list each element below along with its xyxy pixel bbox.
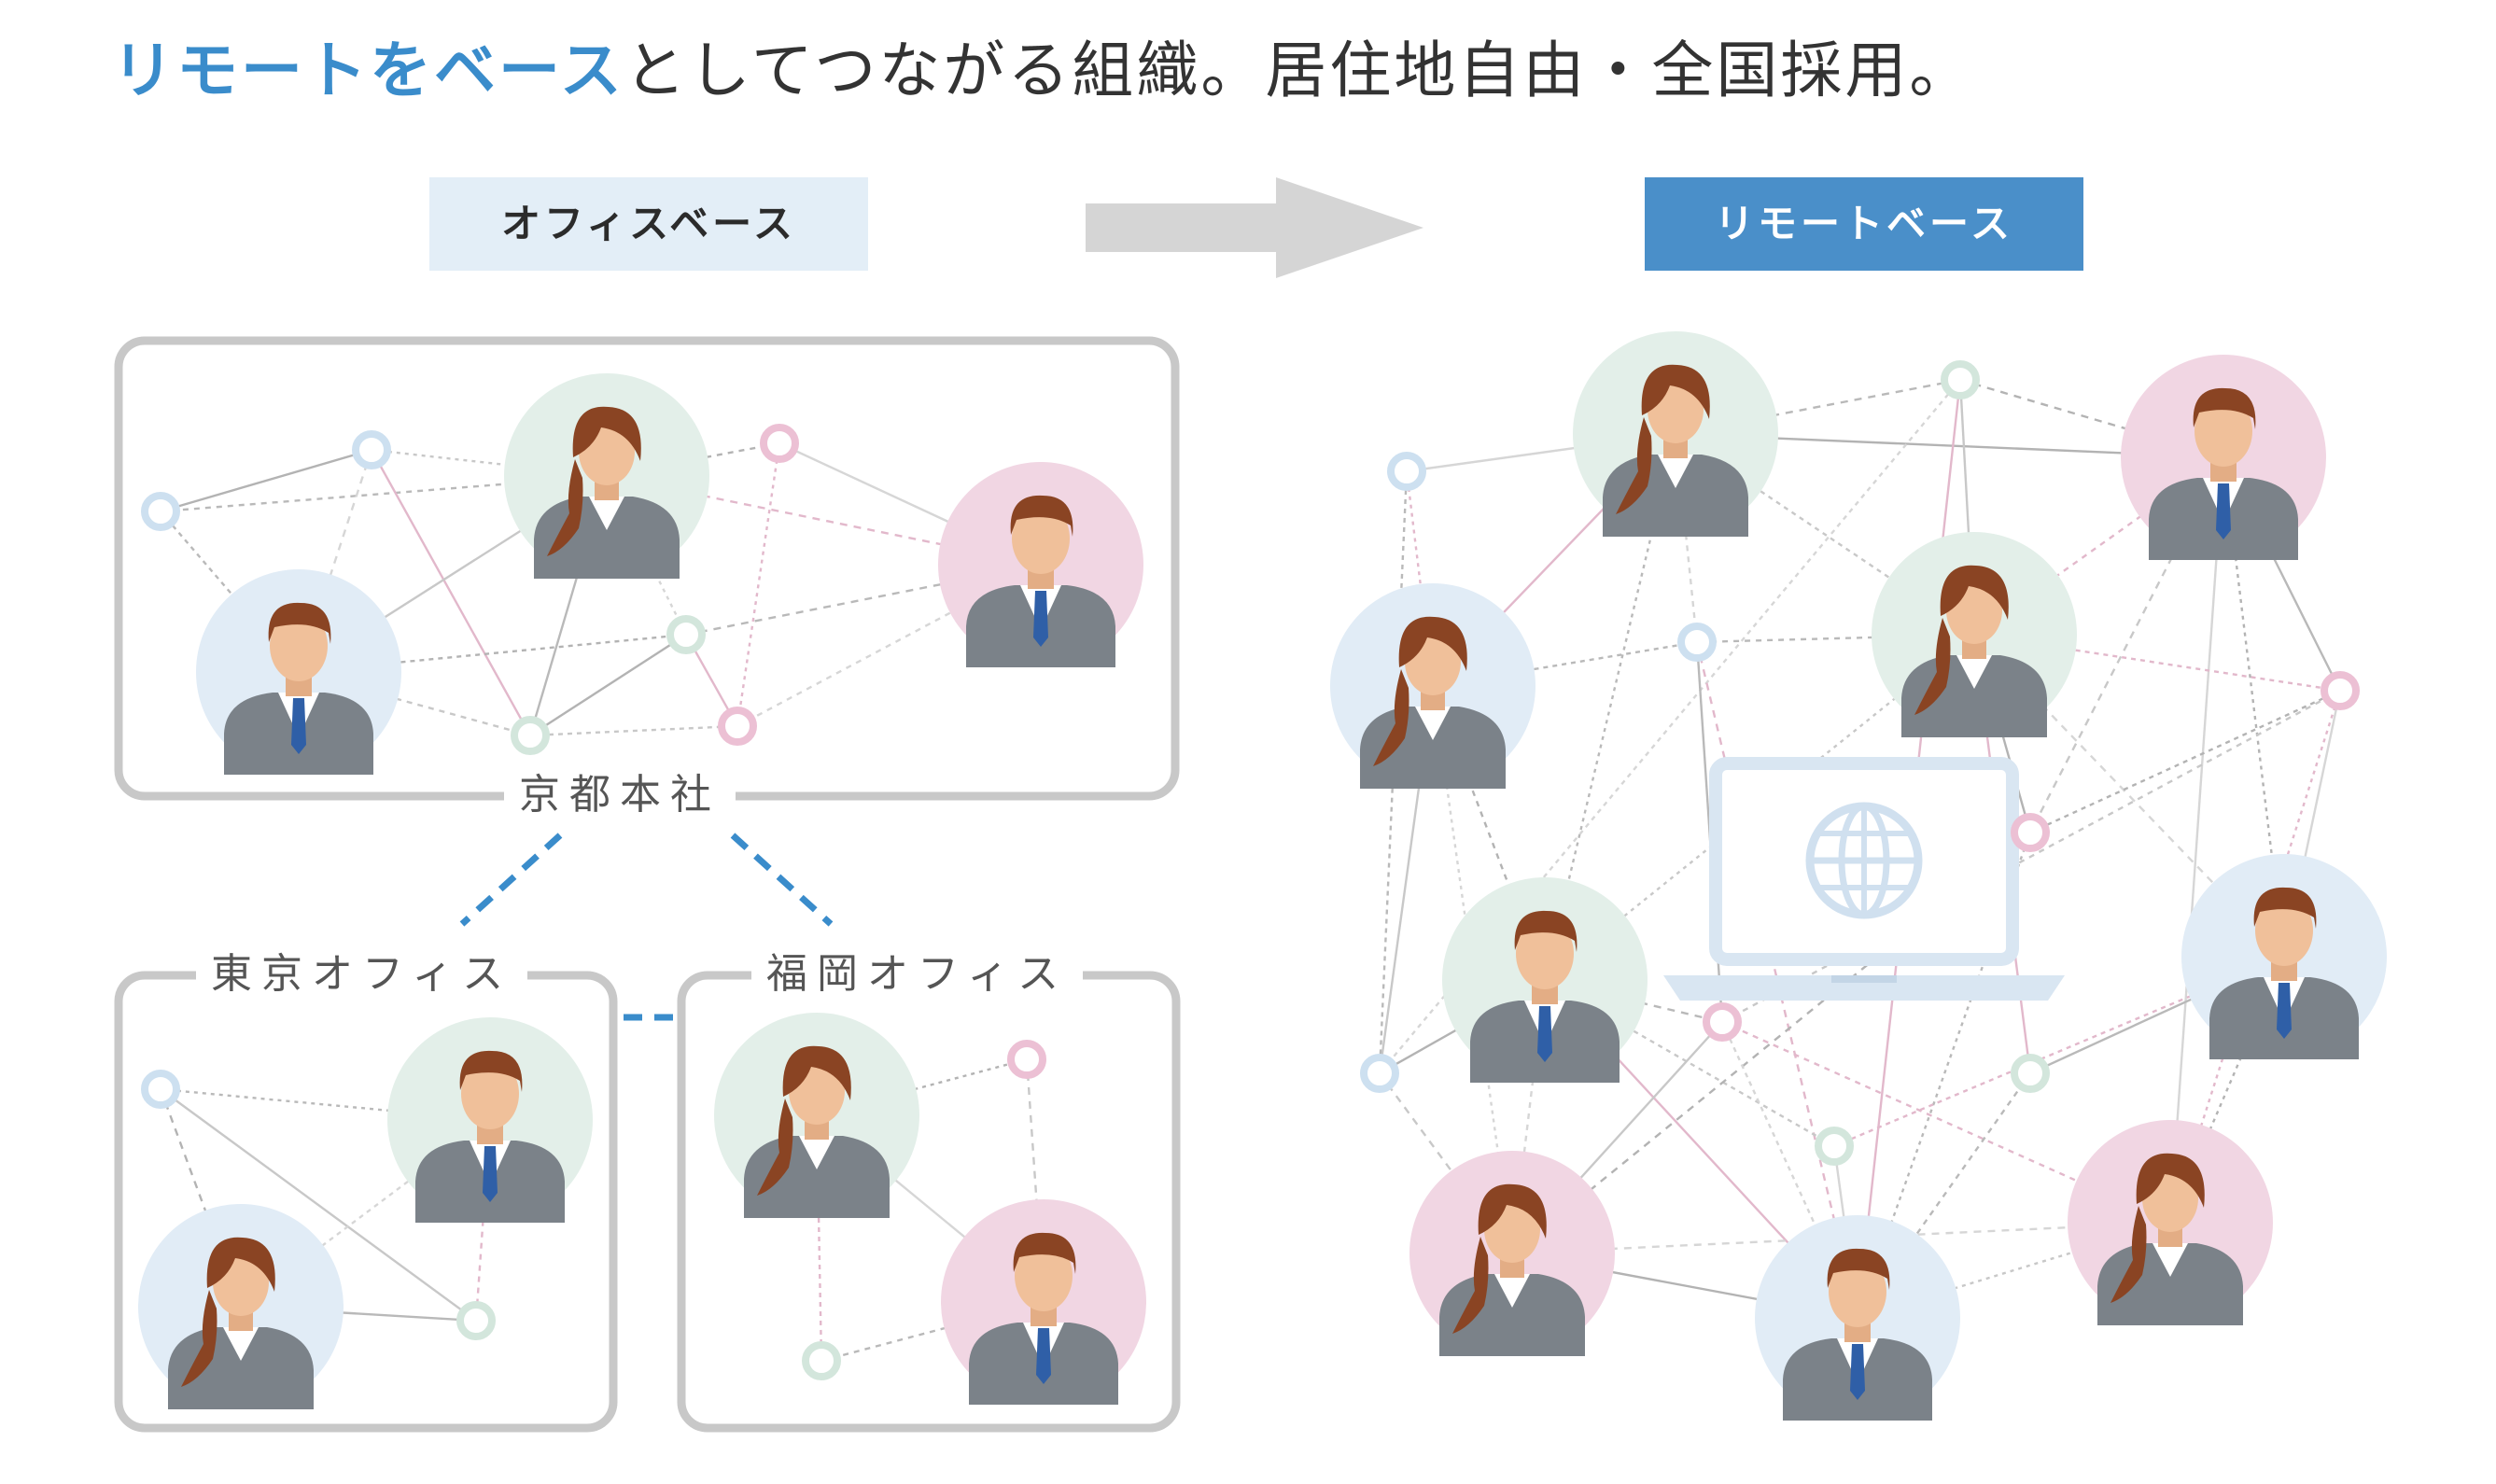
- network-node-icon: [1703, 1002, 1742, 1042]
- man-avatar-icon: [387, 1017, 593, 1223]
- network-node-icon: [1360, 1054, 1399, 1093]
- decorations: [459, 177, 2065, 1021]
- network-node-icon: [718, 707, 757, 746]
- hq-tokyo-connector: [459, 833, 563, 927]
- network-node-icon: [141, 492, 180, 531]
- remote-base-tag: リモートベース: [1645, 177, 2083, 271]
- network-link: [1405, 470, 1435, 687]
- network-link: [160, 511, 300, 673]
- man-avatar-icon: [1755, 1215, 1960, 1421]
- network-link: [1721, 1020, 2171, 1225]
- laptop-globe-icon: [1663, 757, 2065, 1001]
- network-link: [1833, 955, 2285, 1148]
- woman-avatar-icon: [138, 1204, 344, 1409]
- network-node-icon: [1815, 1127, 1854, 1166]
- man-avatar-icon: [196, 569, 401, 775]
- page-title: リモートをベースとしてつながる組織。居住地自由・全国採用。: [112, 21, 1973, 110]
- network-link: [370, 449, 532, 736]
- network-node-icon: [1941, 360, 1980, 399]
- network-link: [529, 633, 687, 737]
- tokyo-office-label: 東京オフィス: [196, 940, 528, 1000]
- network-link: [1721, 689, 2341, 1024]
- man-avatar-icon: [1442, 877, 1648, 1083]
- network-link: [160, 1088, 477, 1322]
- network-link: [160, 448, 372, 513]
- woman-avatar-icon: [1330, 583, 1535, 789]
- network-link: [736, 442, 781, 727]
- network-node-icon: [1007, 1040, 1046, 1079]
- network-nodes: [141, 360, 2360, 1380]
- network-link: [529, 724, 738, 737]
- network-link: [297, 449, 373, 673]
- network-node-icon: [2321, 671, 2360, 710]
- network-link: [1379, 379, 1961, 1074]
- network-node-icon: [666, 615, 706, 654]
- kyoto-hq-label: 京都本社: [504, 761, 736, 820]
- network-link: [606, 441, 780, 478]
- woman-avatar-icon: [2068, 1120, 2273, 1325]
- people: [138, 331, 2387, 1421]
- network-node-icon: [511, 716, 550, 755]
- woman-avatar-icon: [1872, 532, 2077, 737]
- man-avatar-icon: [2121, 355, 2326, 560]
- woman-avatar-icon: [1409, 1151, 1615, 1356]
- network-link: [2168, 956, 2286, 1224]
- man-avatar-icon: [941, 1199, 1146, 1405]
- woman-avatar-icon: [1573, 331, 1778, 537]
- network-link: [371, 448, 608, 478]
- network-link: [736, 563, 1042, 728]
- network-node-icon: [2011, 813, 2050, 852]
- office-base-tag: オフィスベース: [429, 177, 868, 271]
- woman-avatar-icon: [504, 373, 709, 579]
- hq-fukuoka-connector: [730, 833, 834, 927]
- network-node-icon: [760, 424, 799, 463]
- network-link: [1973, 633, 2341, 693]
- network-link: [1695, 641, 1859, 1319]
- network-node-icon: [352, 430, 391, 469]
- right-arrow-icon: [1086, 177, 1423, 278]
- network-node-icon: [2011, 1054, 2050, 1093]
- network-node-icon: [802, 1341, 841, 1380]
- network-link: [2168, 456, 2225, 1224]
- network-node-icon: [141, 1070, 180, 1109]
- title-rest: としてつながる組織。居住地自由・全国採用。: [624, 35, 1974, 106]
- man-avatar-icon: [2181, 854, 2387, 1059]
- man-avatar-icon: [938, 462, 1143, 667]
- network-link: [2029, 689, 2341, 834]
- fukuoka-office-label: 福岡オフィス: [751, 940, 1084, 1000]
- network-node-icon: [1387, 452, 1426, 491]
- network-link: [1432, 640, 1698, 688]
- title-highlight: リモートをベース: [112, 35, 624, 106]
- woman-avatar-icon: [714, 1013, 919, 1218]
- network-node-icon: [1677, 623, 1717, 662]
- network-link: [159, 1088, 243, 1308]
- network-node-icon: [456, 1301, 496, 1340]
